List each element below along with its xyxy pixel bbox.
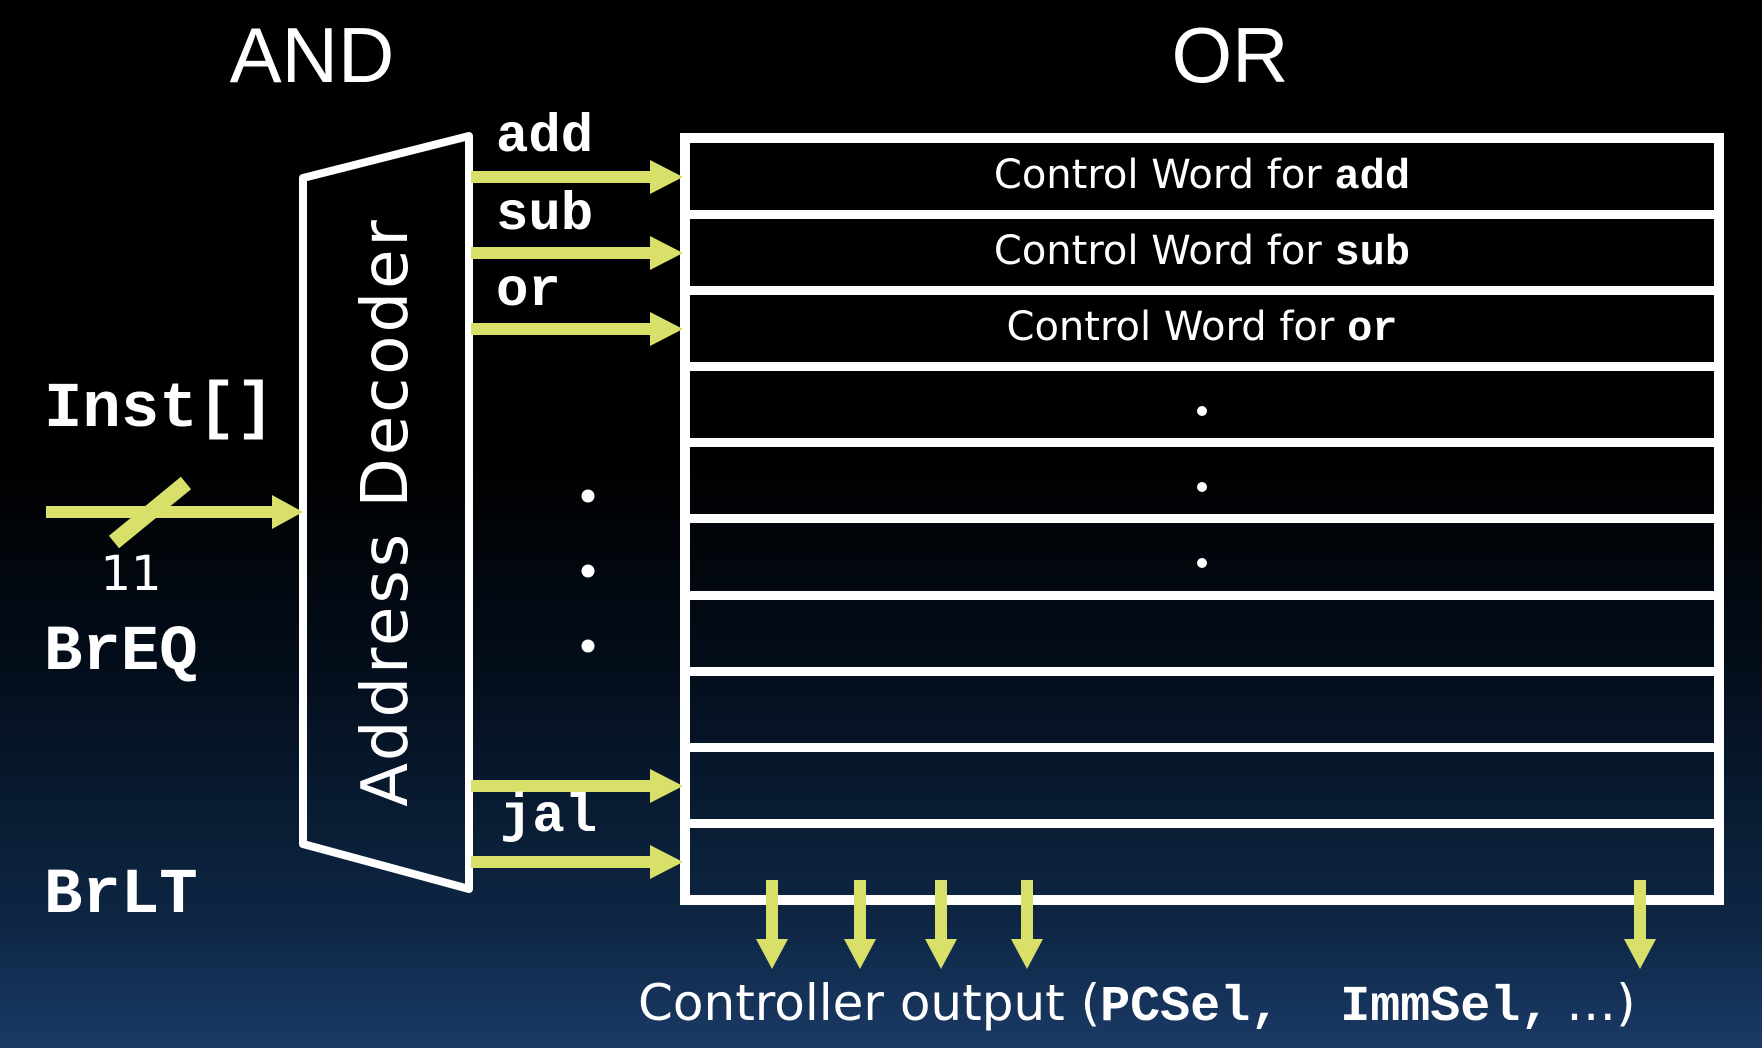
opcode-label-add: add xyxy=(496,107,594,168)
or-row-4 xyxy=(690,362,1714,438)
or-row-8 xyxy=(690,666,1714,743)
or-plane-title: OR xyxy=(1171,11,1289,99)
control-word-prefix: Control Word for xyxy=(993,228,1335,275)
ellipsis-dot xyxy=(581,489,595,503)
caption-signals: PCSel, ImmSel, xyxy=(1100,979,1551,1036)
control-word-instruction: or xyxy=(1347,305,1398,354)
input-signal-list: Inst[] BrEQ BrLT xyxy=(44,208,274,1048)
caption-suffix: …) xyxy=(1550,974,1636,1032)
opcode-label-jal: jal xyxy=(500,787,598,848)
row-ellipsis-dot xyxy=(1197,405,1207,416)
or-row-9 xyxy=(690,742,1714,819)
or-row-1: Control Word for add xyxy=(690,143,1714,210)
row-ellipsis-dot xyxy=(1197,481,1207,492)
or-row-7 xyxy=(690,590,1714,667)
caption-prefix: Controller output ( xyxy=(638,974,1101,1032)
decoder-output-arrow-jal xyxy=(471,845,683,879)
address-decoder-label: Address Decoder xyxy=(349,217,423,807)
control-word-text: Control Word for add xyxy=(994,152,1410,201)
ellipsis-dot xyxy=(581,639,595,653)
controller-output-caption: Controller output ( PCSel, ImmSel, …) xyxy=(638,974,1636,1036)
or-row-2: Control Word for sub xyxy=(690,210,1714,286)
control-word-instruction: sub xyxy=(1334,229,1411,278)
control-word-prefix: Control Word for xyxy=(993,152,1335,199)
control-word-prefix: Control Word for xyxy=(1006,304,1348,351)
control-word-instruction: add xyxy=(1334,153,1411,202)
control-word-text: Control Word for or xyxy=(1007,304,1398,353)
input-signal-breq: BrEQ xyxy=(44,617,198,689)
or-row-3: Control Word for or xyxy=(690,286,1714,362)
or-row-5 xyxy=(690,438,1714,514)
and-plane-title: AND xyxy=(229,11,395,99)
or-row-10 xyxy=(690,818,1714,895)
input-signal-inst: Inst[] xyxy=(44,374,275,446)
ellipsis-dot xyxy=(581,564,595,578)
input-signal-brlt: BrLT xyxy=(44,860,198,932)
control-word-text: Control Word for sub xyxy=(994,228,1410,277)
opcode-label-sub: sub xyxy=(496,185,594,246)
or-row-6 xyxy=(690,514,1714,590)
bus-width-label: 11 xyxy=(100,546,162,602)
row-ellipsis-dot xyxy=(1197,558,1207,569)
opcode-label-or: or xyxy=(496,261,561,322)
